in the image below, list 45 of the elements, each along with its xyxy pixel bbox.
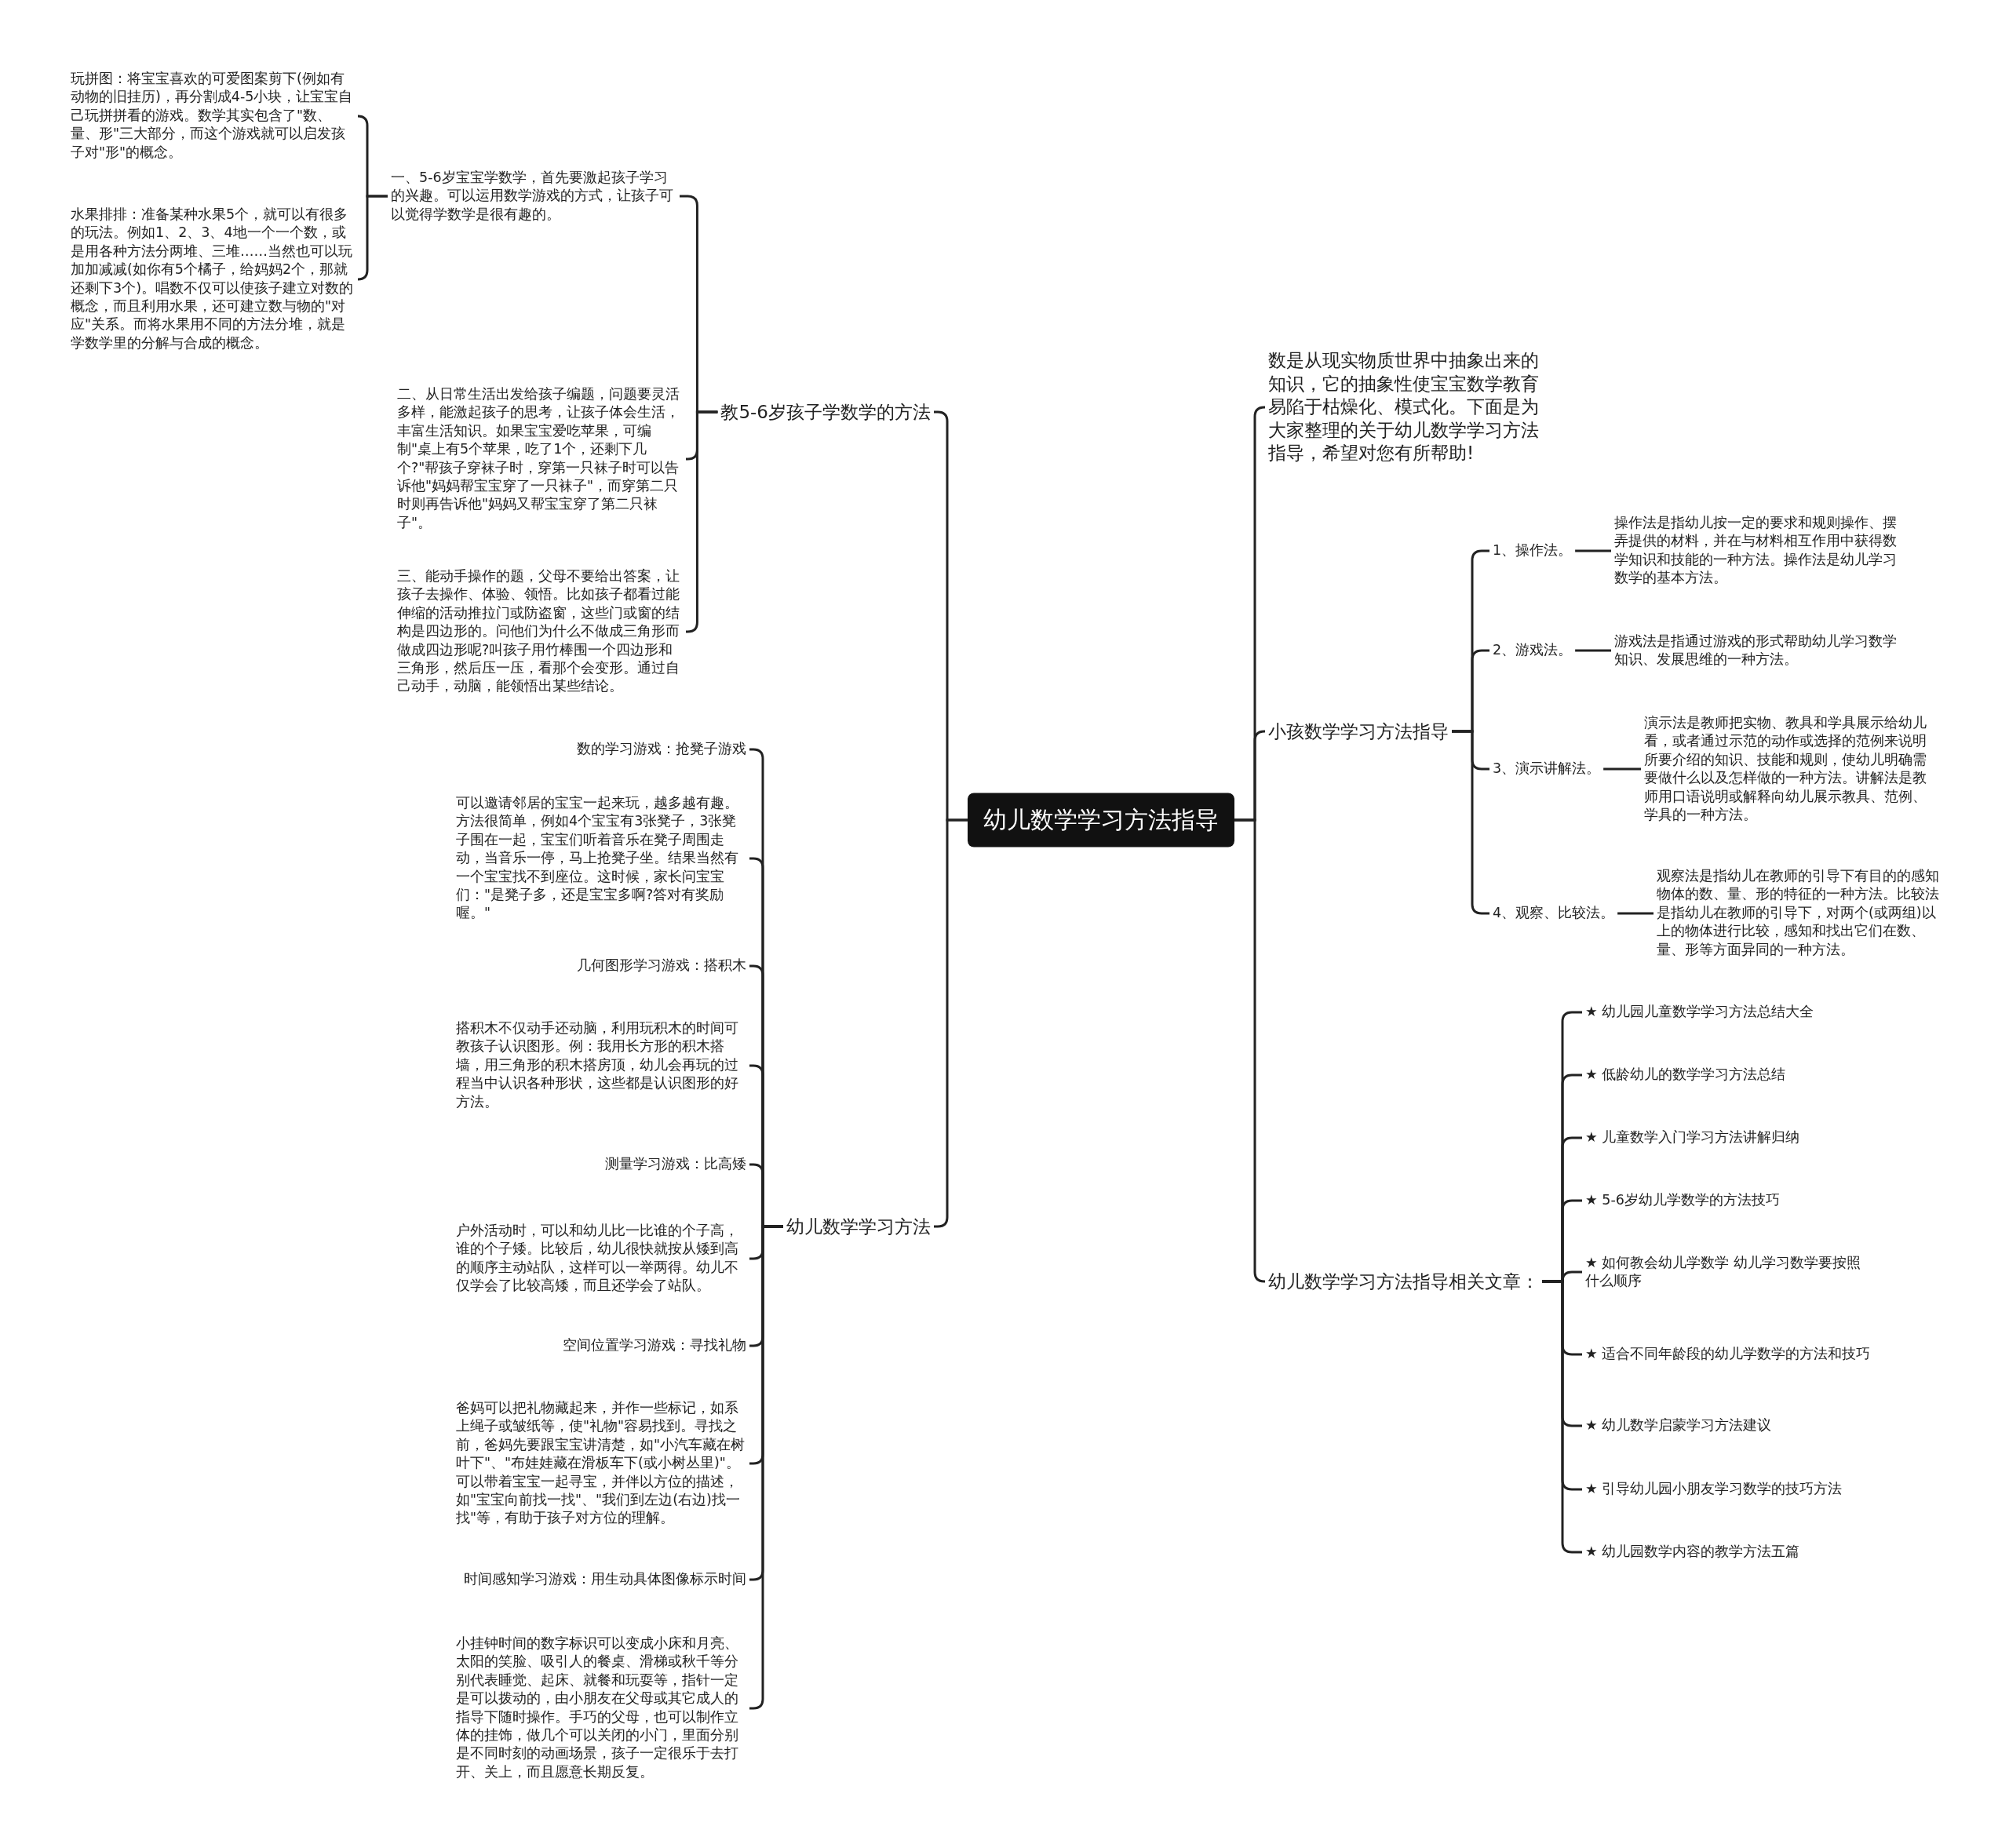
subtopic-text: 可以邀请邻居的宝宝一起来玩，越多越有趣。方法很简单，例如4个宝宝有3张凳子，3张凳子围在一起，宝宝们听着音乐在凳子周围走动，当音乐一停，马上抢凳子坐。结果当然有一个宝宝找不到座位。这时候，家长问宝宝们："是凳子多，还是宝宝多啊?答对有奖励喔。" [453,794,749,923]
branch-line [1617,912,1654,915]
subtopic-text: 1、操作法。 [1489,541,1576,560]
branch-topic: 小孩数学学习方法指导 [1265,720,1452,743]
branch-line [686,410,718,633]
subtopic-text: 空间位置学习游戏：寻找礼物 [560,1336,749,1355]
subtopic-text: 游戏法是指通过游戏的形式帮助幼儿学习数学知识、发展思维的一种方法。 [1611,632,1909,669]
branch-topic: 幼儿数学学习方法 [783,1215,934,1238]
subtopic-text: 搭积木不仅动手还动脑，利用玩积木的时间可教孩子认识图形。例：我用长方形的积木搭墙，用三角形的积木搭房顶，幼儿会再玩的过程当中认识各种形状，这些都是认识图形的好方法。 [453,1019,749,1112]
subtopic-text: 水果排排：准备某种水果5个，就可以有很多的玩法。例如1、2、3、4地一个一个数，或是用各种方法分两堆、三堆……当然也可以玩加加减减(如你有5个橘子，给妈妈2个，那就还剩下3个)。唱数不仅可以使孩子建立对数的概念，而且利用水果，还可建立数与物的"对应"关系。而将水果用不同的方法分堆，就是学数学里的分解与合成的概念。 [67,206,359,353]
subtopic-text: ★ 如何教会幼儿学数学 幼儿学习数学要按照什么顺序 [1582,1253,1874,1291]
subtopic-text: 二、从日常生活出发给孩子编题，问题要灵活多样，能激起孩子的思考，让孩子体会生活，丰富生活知识。如果宝宝爱吃苹果，可编制"桌上有5个苹果，吃了1个，还剩下几个?"帮孩子穿袜子时，穿第一只袜子时可以告诉他"妈妈帮宝宝穿了一只袜子"，而穿第二只时则再告诉他"妈妈又帮宝宝穿了第二只袜子"。 [394,385,686,533]
subtopic-text: 测量学习游戏：比高矮 [602,1155,749,1174]
subtopic-text: 3、演示讲解法。 [1489,760,1604,778]
branch-line [1575,649,1611,652]
subtopic-text: 户外活动时，可以和幼儿比一比谁的个子高，谁的个子矮。比较后，幼儿很快就按从矮到高的顺序主动站队，这样可以一举两得。幼儿不仅学会了比较高矮，而且还学会了站队。 [453,1222,749,1296]
intro-text: 数是从现实物质世界中抽象出来的知识，它的抽象性使宝宝数学教育易陷于枯燥化、模式化。下面是为大家整理的关于幼儿数学学习方法指导，希望对您有所帮助! [1265,349,1552,465]
branch-line [1575,549,1611,552]
branch-topic: 教5-6岁孩子学数学的方法 [717,400,934,424]
subtopic-text: 爸妈可以把礼物藏起来，并作一些标记，如系上绳子或皱纸等，使"礼物"容易找到。寻找之前，爸妈先要跟宝宝讲清楚，如"小汽车藏在树叶下"、"布娃娃藏在滑板车下(或小树丛里)"。可以带着宝宝一起寻宝，并伴以方位的描述，如"宝宝向前找一找"、"我们到左边(右边)找一找"等，有助于孩子对方位的理解。 [453,1399,749,1528]
subtopic-text: 一、5-6岁宝宝学数学，首先要激起孩子学习的兴趣。可以运用数学游戏的方式，让孩子可以觉得学数学是很有趣的。 [388,168,680,224]
subtopic-text: 2、游戏法。 [1489,641,1576,660]
subtopic-text: 观察法是指幼儿在教师的引导下有目的的感知物体的数、量、形的特征的一种方法。比较法是指幼儿在教师的引导下，对两个(或两组)以上的物体进行比较，感知和找出它们在数、量、形等方面异同的一种方法。 [1654,867,1952,960]
subtopic-text: 小挂钟时间的数字标识可以变成小床和月亮、太阳的笑脸、吸引人的餐桌、滑梯或秋千等分别代表睡觉、起床、就餐和玩耍等，指针一定是可以拨动的，由小朋友在父母或其它成人的指导下随时操作。手巧的父母，也可以制作立体的挂饰，做几个可以关闭的小门，里面分别是不同时刻的动画场景，孩子一定很乐于去打开、关上，而且愿意长期反复。 [453,1635,749,1782]
branch-line [1603,767,1641,771]
branch-line [356,195,388,281]
subtopic-text: ★ 引导幼儿园小朋友学习数学的技巧方法 [1582,1480,1846,1499]
subtopic-text: ★ 幼儿园数学内容的教学方法五篇 [1582,1543,1803,1562]
subtopic-text: 演示法是教师把实物、教具和学具展示给幼儿看，或者通过示范的动作或选择的范例来说明所要介绍的知识、技能和规则，使幼儿明确需要做什么以及怎样做的一种方法。讲解法是教师用口语说明或解释向幼儿展示教具、范例、学具的一种方法。 [1641,713,1939,825]
branch-topic: 幼儿数学学习方法指导相关文章： [1265,1270,1542,1293]
branch-line [1234,818,1266,1283]
subtopic-text: 4、观察、比较法。 [1489,904,1618,923]
subtopic-text: ★ 幼儿园儿童数学学习方法总结大全 [1582,1003,1818,1022]
subtopic-text: 玩拼图：将宝宝喜欢的可爱图案剪下(例如有动物的旧挂历)，再分割成4-5小块，让宝宝自己玩拼拼看的游戏。数学其实包含了"数、量、形"三大部分，而这个游戏就可以启发孩子对"形"的概念。 [67,70,359,162]
subtopic-text: 几何图形学习游戏：搭积木 [574,957,749,975]
subtopic-text: ★ 儿童数学入门学习方法讲解归纳 [1582,1128,1803,1147]
subtopic-text: 时间感知学习游戏：用生动具体图像标示时间 [461,1570,749,1589]
subtopic-text: ★ 5-6岁幼儿学数学的方法技巧 [1582,1191,1783,1210]
central-topic: 幼儿数学学习方法指导 [968,793,1234,847]
subtopic-text: ★ 低龄幼儿的数学学习方法总结 [1582,1066,1789,1084]
subtopic-text: 操作法是指幼儿按一定的要求和规则操作、摆弄提供的材料，并在与材料相互作用中获得数学知识和技能的一种方法。操作法是幼儿学习数学的基本方法。 [1611,514,1909,588]
subtopic-text: 数的学习游戏：抢凳子游戏 [574,740,749,759]
subtopic-text: ★ 适合不同年龄段的幼儿学数学的方法和技巧 [1582,1345,1874,1364]
subtopic-text: 三、能动手操作的题，父母不要给出答案，让孩子去操作、体验、领悟。比如孩子都看过能伸缩的活动推拉门或防盗窗，这些门或窗的结构是四边形的。问他们为什么不做成三角形而做成四边形呢?叫孩子用竹棒围一个四边形和三角形，然后压一压，看那个会变形。通过自己动手，动脑，能领悟出某些结论。 [394,567,686,696]
subtopic-text: ★ 幼儿数学启蒙学习方法建议 [1582,1416,1775,1435]
